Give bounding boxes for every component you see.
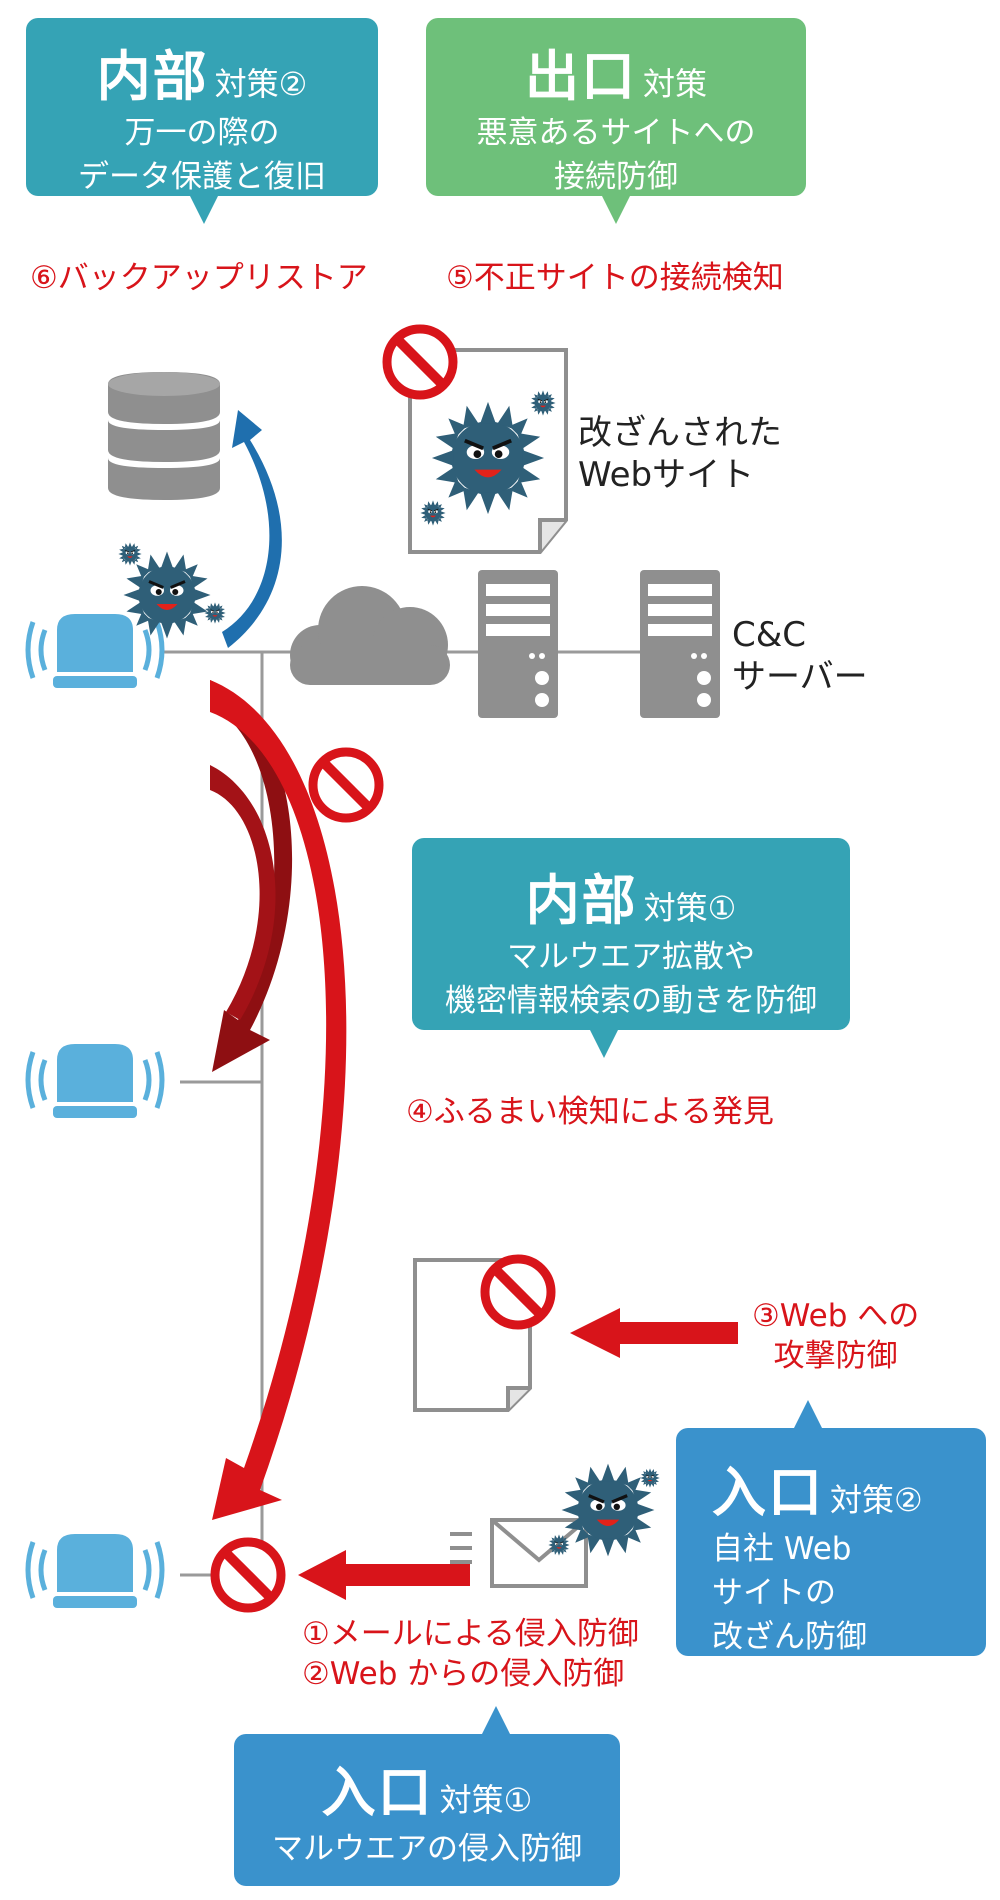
lateral-spread-arrows <box>210 680 347 1520</box>
virus-icon <box>560 1462 656 1558</box>
callout-tail <box>602 196 630 224</box>
callout-tail <box>794 1400 822 1428</box>
label-backup-restore: ⑥バックアップリストア <box>30 260 368 296</box>
callout-subtitle: 対策 <box>642 65 707 103</box>
prohibited-icon <box>215 1542 281 1608</box>
virus-icon <box>548 1534 570 1556</box>
callout-title: 入口 <box>321 1761 434 1824</box>
server-icon <box>478 570 558 718</box>
label-tampered-line1: 改ざんされた <box>578 413 782 453</box>
callout-tail <box>482 1706 510 1734</box>
mail-defense-arrow <box>298 1550 470 1600</box>
callout-internal-2: 内部対策② 万一の際の データ保護と復旧 <box>26 18 378 224</box>
callout-title: 内部 <box>525 869 638 932</box>
mail-icon <box>450 1518 588 1588</box>
callout-entrance-2: 入口対策② 自社 Web サイトの 改ざん防御 <box>676 1400 986 1656</box>
label-site-detection: ⑤不正サイトの接続検知 <box>446 260 784 296</box>
label-behavior-detection: ④ふるまい検知による発見 <box>406 1094 774 1130</box>
callout-tail <box>190 196 218 224</box>
computer-icon <box>28 1534 162 1608</box>
label-cc-line1: C&C <box>732 615 806 655</box>
callout-line: マルウエアの侵入防御 <box>272 1831 582 1867</box>
callout-line: 改ざん防御 <box>712 1619 867 1655</box>
callout-line: 自社 Web <box>712 1531 852 1567</box>
callout-tail <box>590 1030 618 1058</box>
callout-line: 悪意あるサイトへの <box>476 115 756 151</box>
callout-line: 万一の際の <box>124 115 280 151</box>
virus-icon <box>640 1468 660 1488</box>
virus-icon <box>122 550 212 640</box>
callout-subtitle: 対策① <box>643 889 737 927</box>
server-icon <box>640 570 720 718</box>
label-cc-server: C&C サーバー <box>732 614 868 698</box>
callout-subtitle: 対策② <box>214 65 308 103</box>
computer-icon <box>28 614 162 688</box>
callout-subtitle: 対策① <box>439 1781 533 1819</box>
prohibited-icon <box>387 329 453 395</box>
callout-line: 機密情報検索の動きを防御 <box>445 983 817 1019</box>
label-tampered-site: 改ざんされた Webサイト <box>578 412 782 496</box>
callout-title: 入口 <box>712 1461 824 1524</box>
callout-subtitle: 対策② <box>830 1481 923 1519</box>
prohibited-icon <box>313 752 379 818</box>
virus-icon <box>118 542 142 566</box>
label-web-attack-line2: 攻撃防御 <box>773 1338 898 1374</box>
restore-arrow <box>222 410 282 648</box>
label-web-attack-line1: ③Web への <box>752 1298 920 1334</box>
label-web-intrusion: ②Web からの侵入防御 <box>302 1656 625 1692</box>
label-web-attack: ③Web への 攻撃防御 <box>752 1296 919 1376</box>
virus-icon <box>204 602 226 624</box>
callout-exit: 出口対策 悪意あるサイトへの 接続防御 <box>426 18 806 224</box>
callout-internal-1: 内部対策① マルウエア拡散や 機密情報検索の動きを防御 <box>412 838 850 1058</box>
label-mail-defense: ①メールによる侵入防御 <box>302 1616 639 1652</box>
document-icon <box>408 348 568 554</box>
label-cc-line2: サーバー <box>732 657 868 697</box>
database-icon <box>108 372 220 500</box>
callout-title: 出口 <box>524 45 637 108</box>
label-tampered-line2: Webサイト <box>578 455 755 495</box>
prohibited-icon <box>485 1259 551 1325</box>
computer-icon <box>28 1044 162 1118</box>
callout-line: データ保護と復旧 <box>78 159 326 195</box>
callout-title: 内部 <box>96 45 209 108</box>
callout-line: サイトの <box>712 1575 836 1611</box>
callout-line: 接続防御 <box>554 159 678 195</box>
callout-line: マルウエア拡散や <box>507 939 755 975</box>
callout-entrance-1: 入口対策① マルウエアの侵入防御 <box>234 1706 620 1886</box>
web-attack-arrow <box>570 1308 738 1358</box>
cloud-icon <box>290 586 450 685</box>
